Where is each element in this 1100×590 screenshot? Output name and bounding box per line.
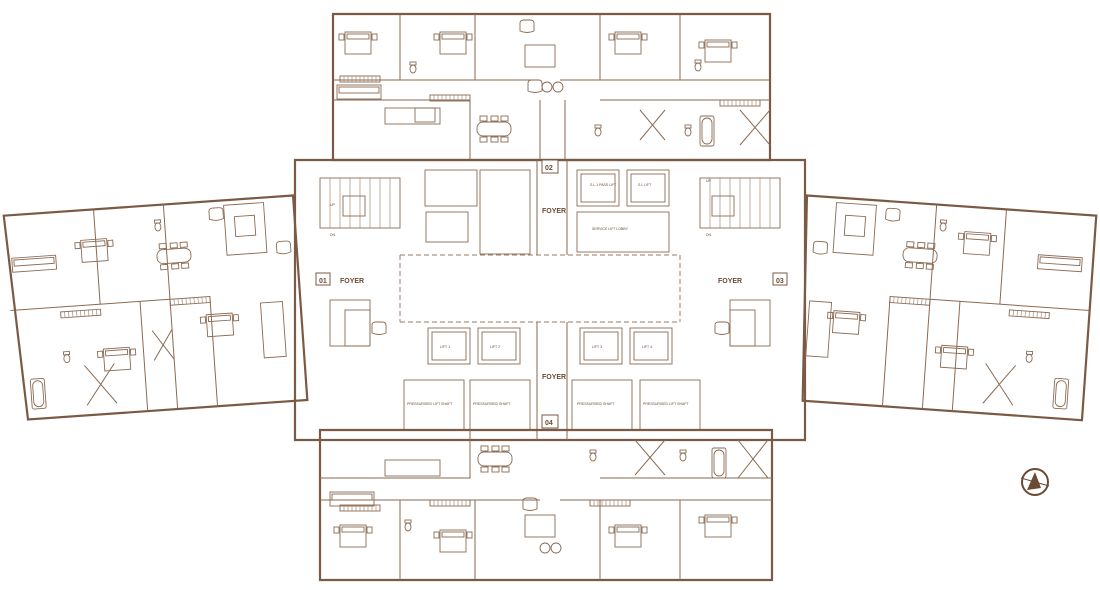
shaft-label-4: PRESSURISED LIFT SHAFT <box>643 402 690 406</box>
compass-north-icon <box>1020 468 1050 496</box>
unit-04-wing <box>318 428 774 582</box>
lift-label-2: LIFT 2 <box>490 345 500 349</box>
shaft-label-3: PRESSURISED SHAFT <box>577 402 615 406</box>
unit-01-wing <box>2 194 309 421</box>
shaft-label-1: PRESSURISED LIFT SHAFT <box>407 402 454 406</box>
central-core <box>293 158 807 442</box>
foyer-label-04: FOYER <box>542 374 566 381</box>
stair-label-dn-left: DN <box>330 233 336 237</box>
shaft-label-2: PRESSURISED SHAFT <box>473 402 511 406</box>
stair-label-dn-right: DN <box>706 233 712 237</box>
unit-number-04: 04 <box>545 420 553 427</box>
stair-label-up-right: UP <box>706 179 712 183</box>
lift-label-top-2: SERVICE LIFT LOBBY <box>592 227 629 231</box>
unit-numbers: 01 02 03 04 <box>319 159 784 429</box>
foyer-03 <box>714 272 788 347</box>
unit-number-02: 02 <box>545 165 553 172</box>
stair-label-up-left: UP <box>330 203 336 207</box>
foyer-labels: FOYER FOYER FOYER FOYER <box>340 208 742 381</box>
lift-label-1: LIFT 1 <box>440 345 450 349</box>
core-small-labels: S.L.1 PASS LIFT S.L LIFT SERVICE LIFT LO… <box>330 179 712 406</box>
lift-label-top-1: S.L LIFT <box>638 183 652 187</box>
unit-number-03: 03 <box>776 278 784 285</box>
foyer-01 <box>315 272 387 347</box>
foyer-label-02: FOYER <box>542 208 566 215</box>
lift-label-top-0: S.L.1 PASS LIFT <box>590 183 617 187</box>
foyer-label-03: FOYER <box>718 278 742 285</box>
lift-label-3: LIFT 3 <box>592 345 602 349</box>
unit-03-wing <box>801 194 1098 422</box>
lift-label-4: LIFT 4 <box>642 345 652 349</box>
unit-number-01: 01 <box>319 278 327 285</box>
foyer-label-01: FOYER <box>340 278 364 285</box>
unit-02-wing <box>331 12 772 162</box>
